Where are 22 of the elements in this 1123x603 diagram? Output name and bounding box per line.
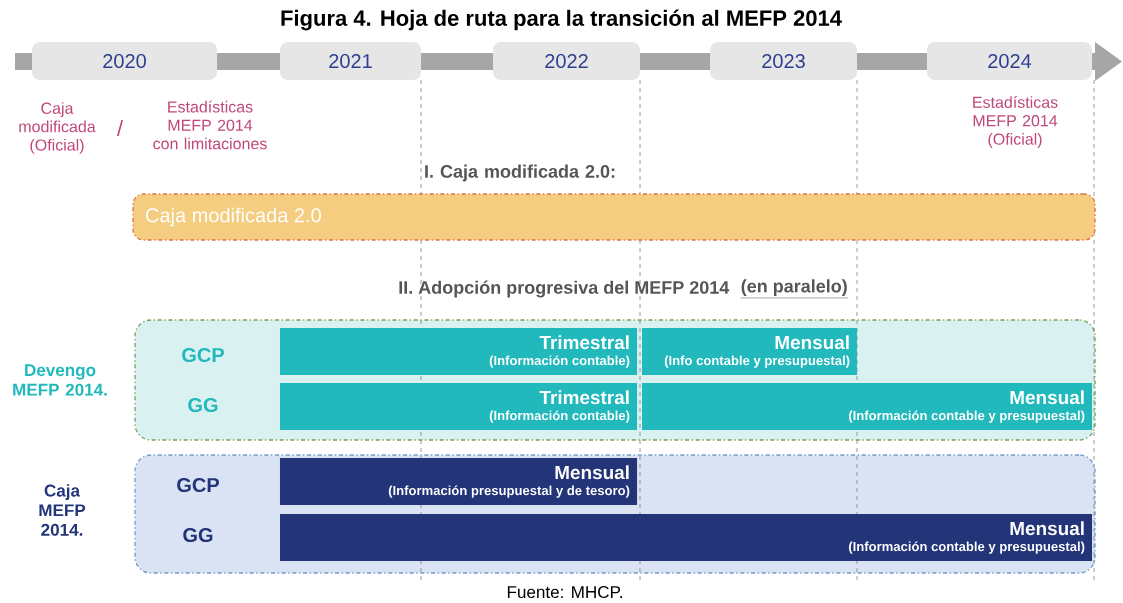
year-box: 2020 <box>31 42 218 80</box>
bar: Mensual (Información contable y presupuestal) <box>642 383 1092 430</box>
year-box: 2023 <box>710 42 857 80</box>
note: Caja modificada (Oficial) <box>19 102 96 154</box>
node-label: Caja MEFP 2014. <box>39 484 86 536</box>
title: Figura 4. Hoja de ruta para la transición al MEFP 2014 <box>281 9 842 31</box>
bar: Trimestral (Información contable) <box>279 328 638 375</box>
heading: (en paralelo) <box>740 279 848 299</box>
note: / <box>116 119 124 137</box>
bar: Mensual (Información contable y presupuestal) <box>280 514 1092 561</box>
bar: Trimestral (Información contable) <box>279 383 638 430</box>
caption: Fuente: MHCP. <box>507 585 622 599</box>
year-box: 2024 <box>927 42 1093 80</box>
bar: Mensual (Info contable y presupuestal) <box>642 328 857 375</box>
bar: Caja modificada 2.0 <box>132 193 1096 241</box>
note: Estadísticas MEFP 2014 con limitaciones <box>153 100 267 150</box>
bar: Mensual (Información presupuestal y de tesoro) <box>279 458 638 505</box>
year-box: 2021 <box>279 42 422 80</box>
heading: II. Adopción progresiva del MEFP 2014 <box>399 280 730 298</box>
note: Estadísticas MEFP 2014 (Oficial) <box>973 96 1058 148</box>
year-box: 2022 <box>493 42 640 80</box>
node-label: Devengo MEFP 2014. <box>13 364 107 396</box>
